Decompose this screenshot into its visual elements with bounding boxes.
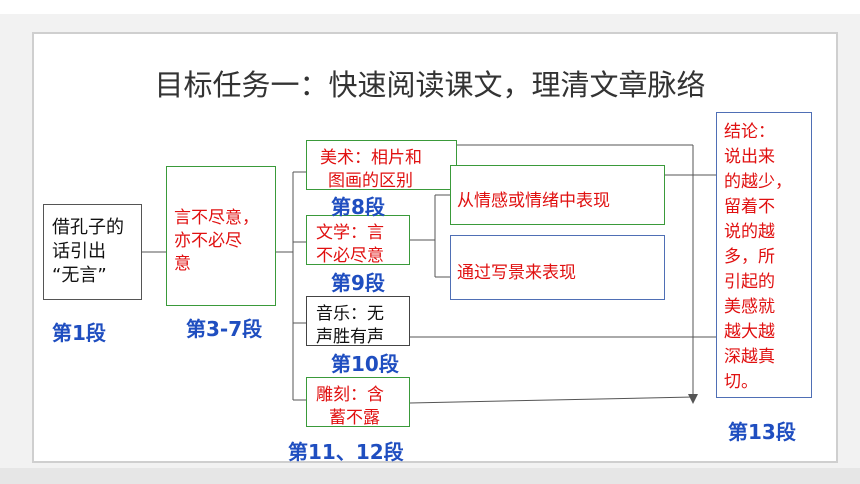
intro-box: 借孔子的 话引出 “无言” (43, 204, 142, 300)
scenery-text: 通过写景来表现 (457, 263, 576, 283)
scenery-box: 通过写景来表现 (450, 235, 665, 300)
emotion-box: 从情感或情绪中表现 (450, 165, 665, 225)
top-stripe (0, 0, 860, 14)
intro-line-1: 借孔子的 (52, 217, 124, 238)
section-label-1: 第1段 (52, 321, 106, 345)
bottom-stripe (0, 468, 860, 484)
section-label-10: 第10段 (331, 352, 399, 376)
section-label-9: 第9段 (331, 271, 385, 295)
literature-line-2: 不必尽意 (316, 246, 384, 266)
section-label-8: 第8段 (331, 195, 385, 219)
literature-box: 文学：言 不必尽意 (306, 215, 410, 266)
conclusion-line-3: 的越少， (724, 172, 792, 192)
art-line-1: 美术：相片和 (320, 148, 422, 168)
music-line-1: 音乐：无 (316, 304, 384, 324)
sculpture-box: 雕刻：含 蓄不露 (306, 377, 410, 428)
line-sculpture-conclusion (409, 396, 694, 404)
section-label-11-12: 第11、12段 (288, 440, 404, 464)
conclusion-line-5: 说的越 (724, 222, 775, 242)
emotion-text: 从情感或情绪中表现 (457, 191, 610, 211)
music-line-2: 声胜有声 (316, 327, 384, 347)
theme-line-2: 亦不必尽 (174, 231, 242, 251)
intro-line-3: “无言” (52, 265, 107, 286)
theme-box: 言不尽意， 亦不必尽 意 (166, 166, 276, 306)
conclusion-line-10: 深越真 (724, 347, 775, 367)
conclusion-line-7: 引起的 (724, 272, 775, 292)
conclusion-line-6: 多，所 (724, 247, 775, 267)
sculpture-line-1: 雕刻：含 (316, 385, 384, 405)
conclusion-line-4: 留着不 (724, 197, 775, 217)
conclusion-line-8: 美感就 (724, 297, 775, 317)
arrow-head (688, 394, 698, 404)
art-box: 美术：相片和 图画的区别 (306, 140, 457, 191)
theme-line-3: 意 (174, 254, 191, 274)
conclusion-line-11: 切。 (724, 372, 758, 392)
sculpture-line-2: 蓄不露 (329, 408, 380, 428)
conclusion-line-9: 越大越 (724, 322, 775, 342)
slide-title: 目标任务一：快速阅读课文，理清文章脉络 (154, 68, 706, 102)
conclusion-box: 结论： 说出来 的越少， 留着不 说的越 多，所 引起的 美感就 越大越 深越真… (716, 112, 812, 398)
art-line-2: 图画的区别 (328, 171, 413, 191)
intro-line-2: 话引出 (52, 241, 106, 262)
theme-line-1: 言不尽意， (174, 208, 259, 228)
literature-line-1: 文学：言 (316, 223, 384, 243)
conclusion-line-1: 结论： (724, 122, 775, 142)
music-box: 音乐：无 声胜有声 (306, 296, 410, 347)
section-label-13: 第13段 (728, 420, 796, 444)
section-label-3-7: 第3-7段 (186, 317, 263, 341)
conclusion-line-2: 说出来 (724, 147, 775, 167)
